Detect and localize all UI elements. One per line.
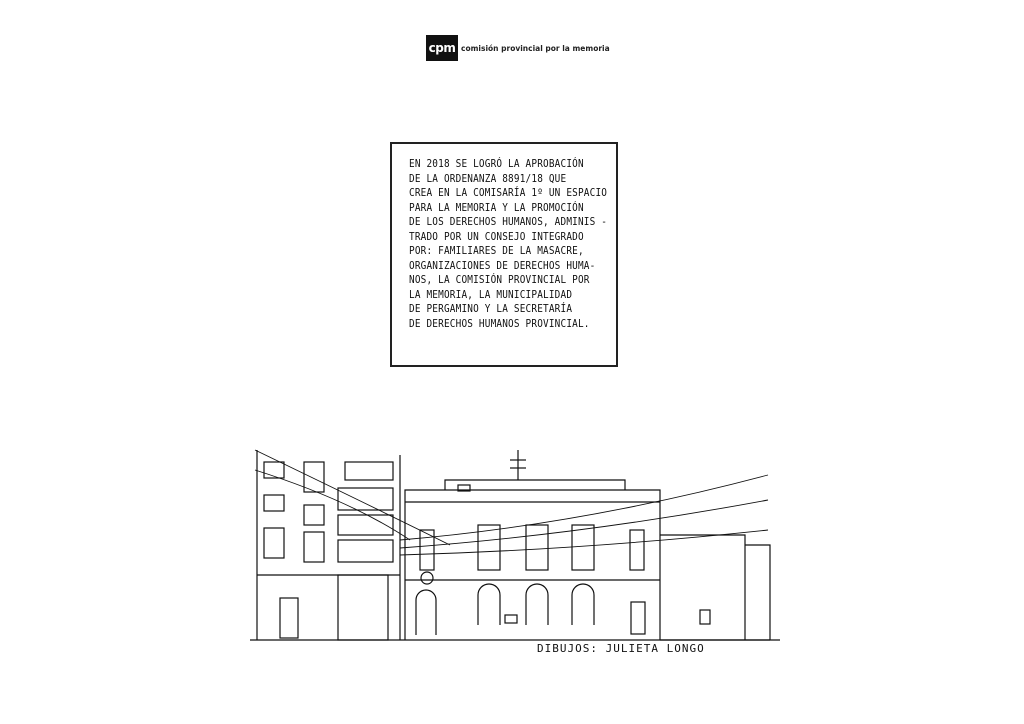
cpm-logo: cpm comisión provincial por la memoria xyxy=(426,35,610,61)
power-lines xyxy=(254,449,769,556)
panel-line: TRADO POR UN CONSEJO INTEGRADO xyxy=(409,231,584,243)
panel-line: PARA LA MEMORIA Y LA PROMOCIÓN xyxy=(409,202,584,214)
logo-mark: cpm xyxy=(426,35,458,61)
panel-line: CREA EN LA COMISARÍA 1º UN ESPACIO xyxy=(409,188,608,200)
panel-line: DE LOS DERECHOS HUMANOS, ADMINIS - xyxy=(409,217,608,229)
panel-line: DE DERECHOS HUMANOS PROVINCIAL. xyxy=(409,319,590,331)
panel-line: ORGANIZACIONES DE DERECHOS HUMA- xyxy=(409,260,596,272)
street-illustration xyxy=(250,449,780,641)
panel-line: DE PERGAMINO Y LA SECRETARÍA xyxy=(409,304,573,316)
text-panel: EN 2018 SE LOGRÓ LA APROBACIÓN DE LA ORD… xyxy=(390,142,618,367)
panel-line: DE LA ORDENANZA 8891/18 QUE xyxy=(409,173,567,185)
logo-name: comisión provincial por la memoria xyxy=(461,43,610,53)
panel-line: EN 2018 SE LOGRÓ LA APROBACIÓN xyxy=(409,159,584,170)
police-station-building xyxy=(404,450,661,640)
illustration-credit: DIBUJOS: JULIETA LONGO xyxy=(537,642,705,655)
panel-line: LA MEMORIA, LA MUNICIPALIDAD xyxy=(409,289,573,301)
apartment-building xyxy=(256,450,401,641)
right-buildings xyxy=(660,534,771,641)
panel-line: NOS, LA COMISIÓN PROVINCIAL POR xyxy=(409,275,590,287)
panel-line: POR: FAMILIARES DE LA MASACRE, xyxy=(409,246,584,258)
